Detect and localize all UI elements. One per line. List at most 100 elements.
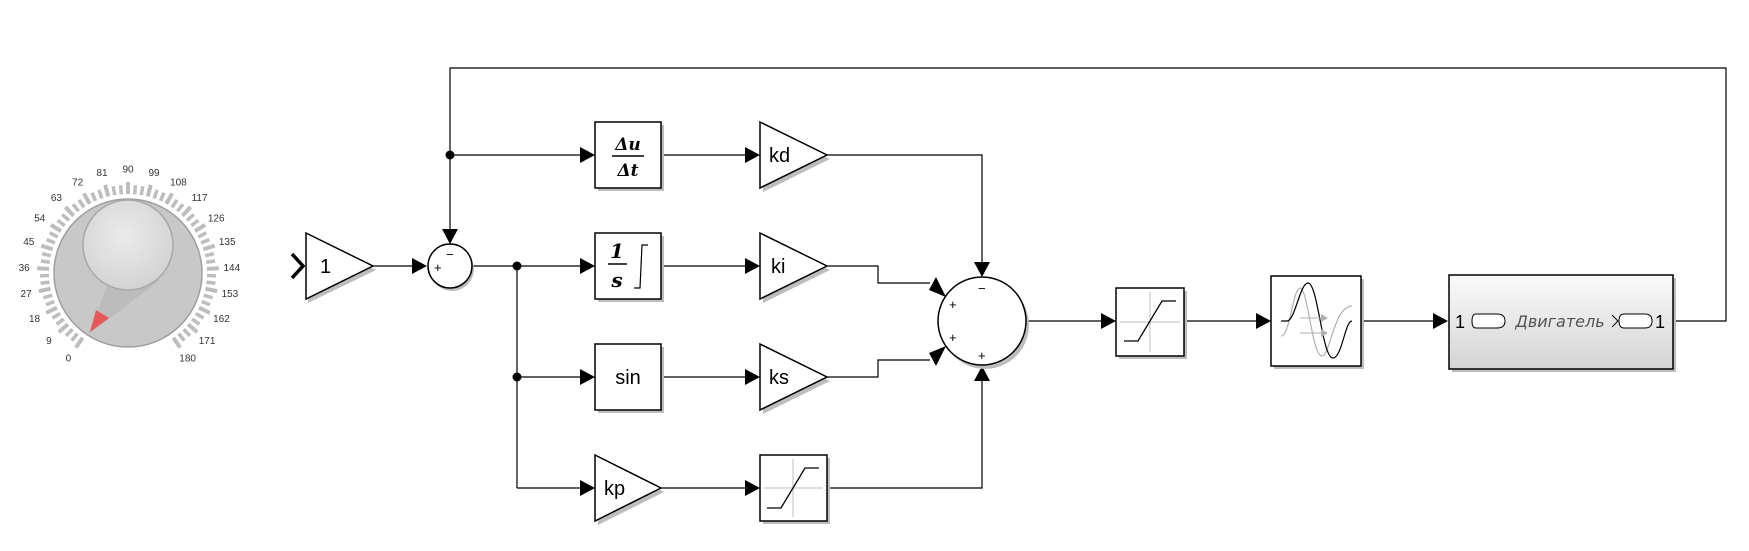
knob-tick	[145, 184, 153, 198]
input-gain-block[interactable]: 1	[290, 231, 376, 303]
knob-tick-label: 180	[179, 354, 196, 365]
input-port-chevron	[290, 252, 306, 280]
knob-tick	[198, 305, 211, 315]
wire-feedback-loop	[449, 67, 1727, 322]
knob-tick	[51, 311, 62, 320]
integrator-block[interactable]: 1 s	[594, 232, 664, 302]
knob-tick	[57, 322, 70, 334]
saturation-curve-icon	[767, 467, 819, 509]
knob-tick	[193, 223, 207, 233]
error-sum-block[interactable]: − +	[427, 243, 474, 291]
knob-tick	[132, 185, 138, 195]
knob-tick	[206, 280, 216, 285]
knob-tick	[37, 266, 50, 271]
kp-label: kp	[604, 478, 625, 500]
ki-label: ki	[771, 256, 785, 278]
knob-tick	[77, 198, 86, 209]
knob-tick	[201, 299, 211, 307]
subsystem-out-port-icon	[1618, 313, 1653, 329]
arrow-head	[745, 369, 760, 385]
knob-tick-label: 90	[122, 165, 134, 176]
knob-tick-label: 9	[46, 336, 52, 347]
knob-tick	[171, 336, 182, 349]
knob-scale	[37, 182, 219, 349]
knob-tick	[190, 218, 200, 228]
derivative-denominator: Δt	[616, 161, 638, 181]
wire-saturation-to-sum2	[827, 378, 983, 489]
knob-tick	[164, 192, 174, 205]
knob-tick-label: 171	[199, 336, 216, 347]
arrow-head	[580, 369, 595, 385]
kd-label: kd	[769, 145, 790, 167]
knob-tick	[63, 205, 76, 218]
arrow-head	[929, 277, 946, 297]
knob-tick-label: 162	[213, 314, 230, 325]
knob-tick	[70, 332, 79, 342]
sum2-lower-left-sign: +	[949, 330, 957, 345]
integrator-denominator: s	[610, 268, 622, 292]
arrow-head	[974, 366, 990, 381]
wire-ks-to-sum2	[827, 359, 930, 378]
knob-tick	[185, 213, 195, 222]
wire-kd-to-sum2	[827, 154, 983, 265]
knob-tick	[41, 251, 52, 258]
ks-gain-block[interactable]: ks	[759, 342, 830, 414]
integral-sign	[634, 244, 648, 289]
kd-gain-block[interactable]: kd	[759, 120, 830, 192]
knob-tick	[49, 223, 63, 233]
sin-block[interactable]: sin	[594, 343, 664, 413]
saturation-block-lower[interactable]	[759, 454, 830, 524]
waveform-gray-icon	[1280, 287, 1353, 357]
knob-tick	[90, 191, 98, 202]
saturation-curve-icon	[1124, 300, 1176, 342]
knob-tick	[74, 336, 85, 349]
arrow-head	[580, 480, 595, 496]
derivative-block[interactable]: Δu Δt	[594, 121, 664, 191]
knob-tick	[180, 205, 193, 218]
knob-tick-label: 36	[19, 263, 31, 274]
knob-tick	[177, 332, 186, 342]
knob-tick	[152, 189, 159, 200]
knob-tick	[170, 198, 179, 209]
knob-tick-label: 135	[219, 237, 236, 248]
waveform-icon	[1281, 282, 1353, 359]
arrow-head	[1256, 313, 1271, 329]
arrow-head	[745, 480, 760, 496]
knob-tick	[103, 184, 111, 198]
knob-tick	[186, 322, 199, 334]
knob-tick-label: 27	[21, 289, 33, 300]
knob-tick-label: 108	[170, 178, 187, 189]
knob-tick-label: 99	[148, 168, 160, 179]
kp-gain-block[interactable]: kp	[594, 453, 664, 525]
arrow-head	[974, 262, 990, 277]
knob-dial[interactable]	[82, 199, 174, 291]
pid-sum-block[interactable]: − + + +	[937, 276, 1029, 369]
ki-gain-block[interactable]: ki	[759, 231, 830, 303]
input-gain-label: 1	[320, 256, 331, 278]
knob-tick	[182, 327, 192, 337]
motor-subsystem-block[interactable]: 1 Двигатель 1	[1448, 274, 1676, 372]
knob-tick	[40, 280, 50, 285]
knob-pointer[interactable]	[90, 310, 109, 332]
knob-tick	[191, 317, 201, 326]
arrow-head	[929, 346, 946, 366]
knob-tick-label: 18	[29, 314, 41, 325]
subsystem-chevron-icon	[1611, 314, 1619, 328]
knob-tick-label: 54	[34, 213, 46, 224]
knob-tick	[158, 191, 166, 202]
sum-left-sign: +	[434, 260, 442, 275]
arrow-head	[1433, 313, 1448, 329]
transport-delay-block[interactable]	[1270, 275, 1364, 369]
knob-tick	[194, 311, 205, 320]
sum2-upper-left-sign: +	[949, 297, 957, 312]
knob-tick	[45, 305, 58, 315]
arrow-head	[412, 258, 427, 274]
integrator-numerator: 1	[610, 239, 624, 263]
knob-tick	[61, 213, 71, 222]
derivative-numerator: Δu	[614, 135, 641, 155]
saturation-block[interactable]	[1115, 287, 1187, 359]
knob-tick	[40, 259, 50, 264]
